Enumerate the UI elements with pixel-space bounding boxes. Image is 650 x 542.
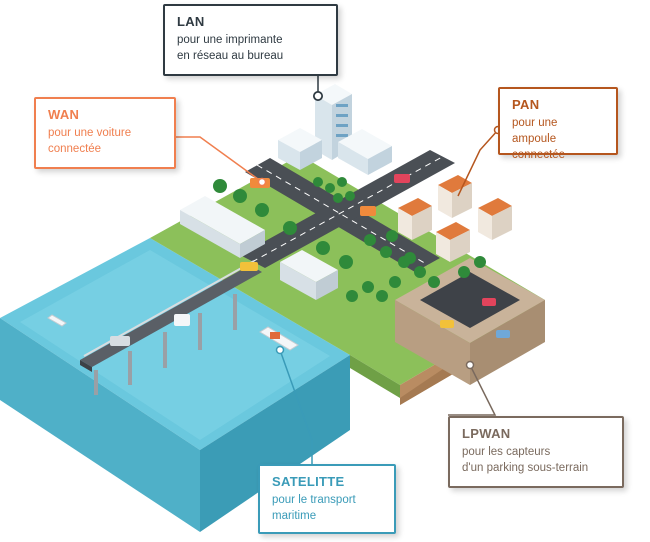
water-basin [0,238,350,532]
wan-title: WAN [48,107,80,122]
satellite-title: SATELITTE [272,474,345,489]
warehouses [180,196,338,300]
lpwan-callout: LPWAN pour les capteurs d'un parking sou… [448,416,624,488]
boats [47,314,299,351]
pan-callout: PAN pour une ampoule connectée [498,87,618,161]
pan-title: PAN [512,97,540,112]
wan-line1: pour une voiture [48,127,132,139]
pan-line1: pour une ampoule [512,117,558,145]
wan-line2: connectée [48,143,102,155]
wan-callout: WAN pour une voiture connectée [34,97,176,169]
lan-title: LAN [177,14,205,29]
satellite-callout: SATELITTE pour le transport maritime [258,464,396,534]
satellite-line1: pour le transport [272,494,356,506]
lan-line1: pour une imprimante [177,34,283,46]
lan-line2: en réseau au bureau [177,50,284,62]
lpwan-line2: d'un parking sous-terrain [462,462,589,474]
pan-line2: connectée [512,149,566,161]
lpwan-title: LPWAN [462,426,511,441]
trees [213,177,486,302]
houses [398,175,512,262]
office-tower [278,84,392,175]
lan-callout: LAN pour une imprimante en réseau au bur… [163,4,338,76]
lpwan-line1: pour les capteurs [462,446,551,458]
satellite-line2: maritime [272,510,317,522]
